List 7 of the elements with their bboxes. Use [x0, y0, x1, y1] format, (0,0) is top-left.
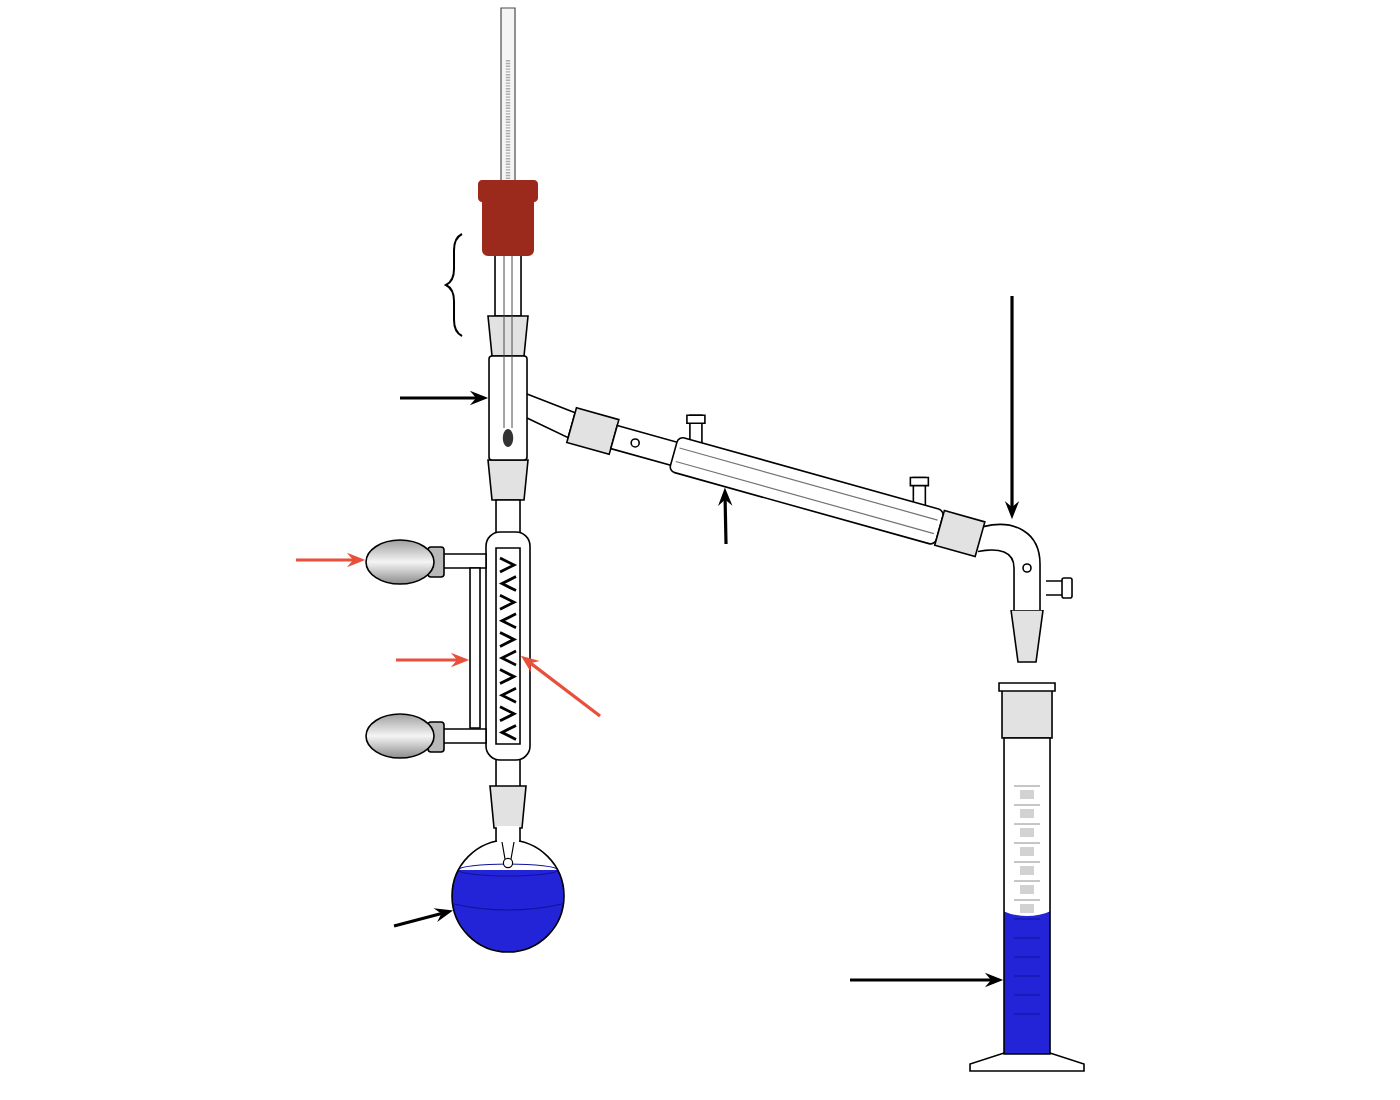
column [495, 547, 521, 745]
distillation-head [488, 355, 528, 461]
adapter [978, 520, 1046, 610]
bulb [365, 539, 435, 585]
round-bottom-flask [451, 839, 565, 953]
bulb [365, 713, 435, 759]
condenser [669, 436, 944, 545]
